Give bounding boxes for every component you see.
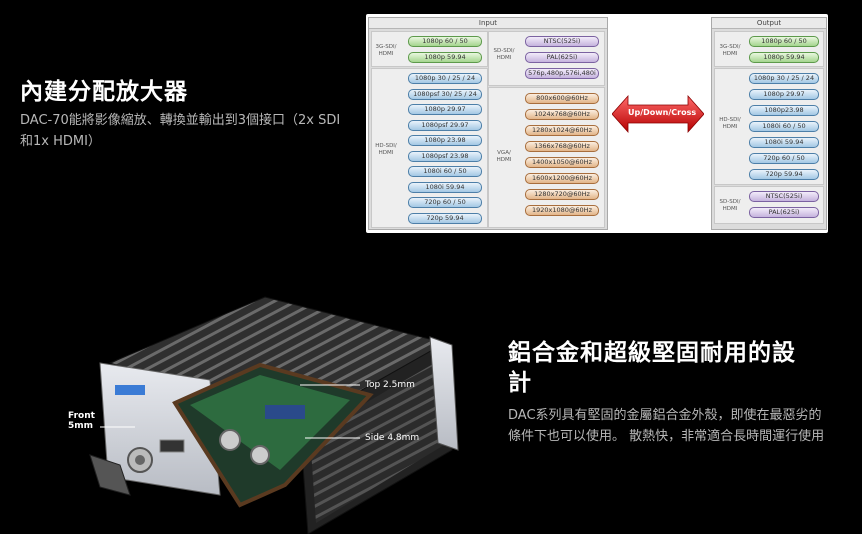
input-format-pill: 1080p 30 / 25 / 24 [408, 73, 482, 84]
input-group-hd: HD-SDI/ HDMI 1080p 30 / 25 / 24 1080psf … [371, 68, 488, 228]
input-group-3g-label: 3G-SDI/ HDMI [375, 44, 397, 57]
output-group-3g: 3G-SDI/ HDMI 1080p 60 / 50 1080p 59.94 [714, 31, 824, 67]
input-format-pill: 1024x768@60Hz [525, 109, 599, 120]
input-format-pill: 1080psf 30/ 25 / 24 [408, 88, 482, 100]
output-group-hd-label: HD-SDI/ HDMI [719, 117, 741, 130]
output-panel-title: Output [712, 18, 826, 29]
input-format-pill: NTSC(525i) [525, 36, 599, 47]
input-format-pill: 1080p 60 / 50 [408, 36, 482, 47]
output-format-pill: 1080p 29.97 [749, 89, 819, 100]
section1-body: DAC-70能將影像縮放、轉換並輸出到3個接口（2x SDI和1x HDMI） [20, 113, 341, 149]
section2-body: DAC系列具有堅固的金屬鋁合金外殼，即使在最惡劣的條件下也可以使用。 散熱快，非… [508, 408, 825, 444]
output-format-pill: 1080p 60 / 50 [749, 36, 819, 47]
input-group-sd-label: SD-SDI/ HDMI [493, 48, 515, 61]
output-format-pill: 720p 59.94 [749, 169, 819, 180]
output-format-pill: PAL(625i) [749, 207, 819, 218]
output-format-pill: 1080p23.98 [749, 105, 819, 116]
input-format-pill: 720p 60 / 50 [408, 197, 482, 208]
input-format-pill: 1080i 59.94 [408, 181, 482, 193]
input-group-hd-label: HD-SDI/ HDMI [375, 143, 397, 156]
input-group-sd: SD-SDI/ HDMI NTSC(525i) PAL(625i) 576p,4… [488, 31, 605, 86]
output-format-pill: 1080i 60 / 50 [749, 121, 819, 132]
input-format-pill: 1080psf 23.98 [408, 150, 482, 162]
input-format-pill: 1080psf 29.97 [408, 119, 482, 131]
input-format-pill: 1080p 29.97 [408, 104, 482, 115]
conversion-arrow-icon [612, 94, 704, 134]
section2-heading: 鋁合金和超級堅固耐用的設計 [508, 340, 796, 396]
input-format-pill: 1280x1024@60Hz [525, 125, 599, 136]
side-thickness-label: Side 4.8mm [365, 433, 420, 443]
output-format-pill: 1080i 59.94 [749, 137, 819, 148]
format-diagram: Input 3G-SDI/ HDMI 1080p 60 / 50 1080p 5… [366, 14, 828, 233]
input-panel: Input 3G-SDI/ HDMI 1080p 60 / 50 1080p 5… [368, 17, 608, 230]
top-thickness-label: Top 2.5mm [365, 380, 415, 390]
conversion-arrow-label: Up/Down/Cross [628, 108, 697, 117]
output-format-pill: 1080p 30 / 25 / 24 [749, 73, 819, 84]
input-format-pill: 1600x1200@60Hz [525, 173, 599, 184]
dip-switch-icon [115, 385, 145, 395]
input-group-vga: VGA/ HDMI 800x600@60Hz 1024x768@60Hz 128… [488, 87, 605, 228]
input-format-pill: 720p 59.94 [408, 212, 482, 224]
device-cutaway-illustration [89, 296, 459, 534]
input-format-pill: 1080i 60 / 50 [408, 166, 482, 177]
input-group-3g: 3G-SDI/ HDMI 1080p 60 / 50 1080p 59.94 [371, 31, 488, 67]
output-panel: Output 3G-SDI/ HDMI 1080p 60 / 50 1080p … [711, 17, 827, 230]
output-group-sd-label: SD-SDI/ HDMI [719, 199, 741, 212]
input-format-pill: 1280x720@60Hz [525, 189, 599, 200]
input-format-pill: 576p,480p,576i,480i [525, 68, 599, 79]
input-format-pill: 1366x768@60Hz [525, 141, 599, 152]
hdmi-port-icon [159, 439, 185, 453]
output-group-sd: SD-SDI/ HDMI NTSC(525i) PAL(625i) [714, 186, 824, 224]
output-format-pill: NTSC(525i) [749, 191, 819, 202]
input-panel-title: Input [369, 18, 607, 29]
output-format-pill: 1080p 59.94 [749, 52, 819, 63]
input-format-pill: 1400x1050@60Hz [525, 157, 599, 168]
input-format-pill: 1080p 23.98 [408, 135, 482, 146]
output-format-pill: 720p 60 / 50 [749, 153, 819, 164]
output-group-hd: HD-SDI/ HDMI 1080p 30 / 25 / 24 1080p 29… [714, 68, 824, 185]
input-format-pill: 1920x1080@60Hz [525, 205, 599, 216]
input-format-pill: 800x600@60Hz [525, 93, 599, 104]
input-format-pill: PAL(625i) [525, 52, 599, 63]
section1-heading: 內建分配放大器 [20, 79, 188, 105]
output-group-3g-label: 3G-SDI/ HDMI [719, 44, 741, 57]
input-format-pill: 1080p 59.94 [408, 52, 482, 63]
input-group-vga-label: VGA/ HDMI [496, 150, 512, 163]
